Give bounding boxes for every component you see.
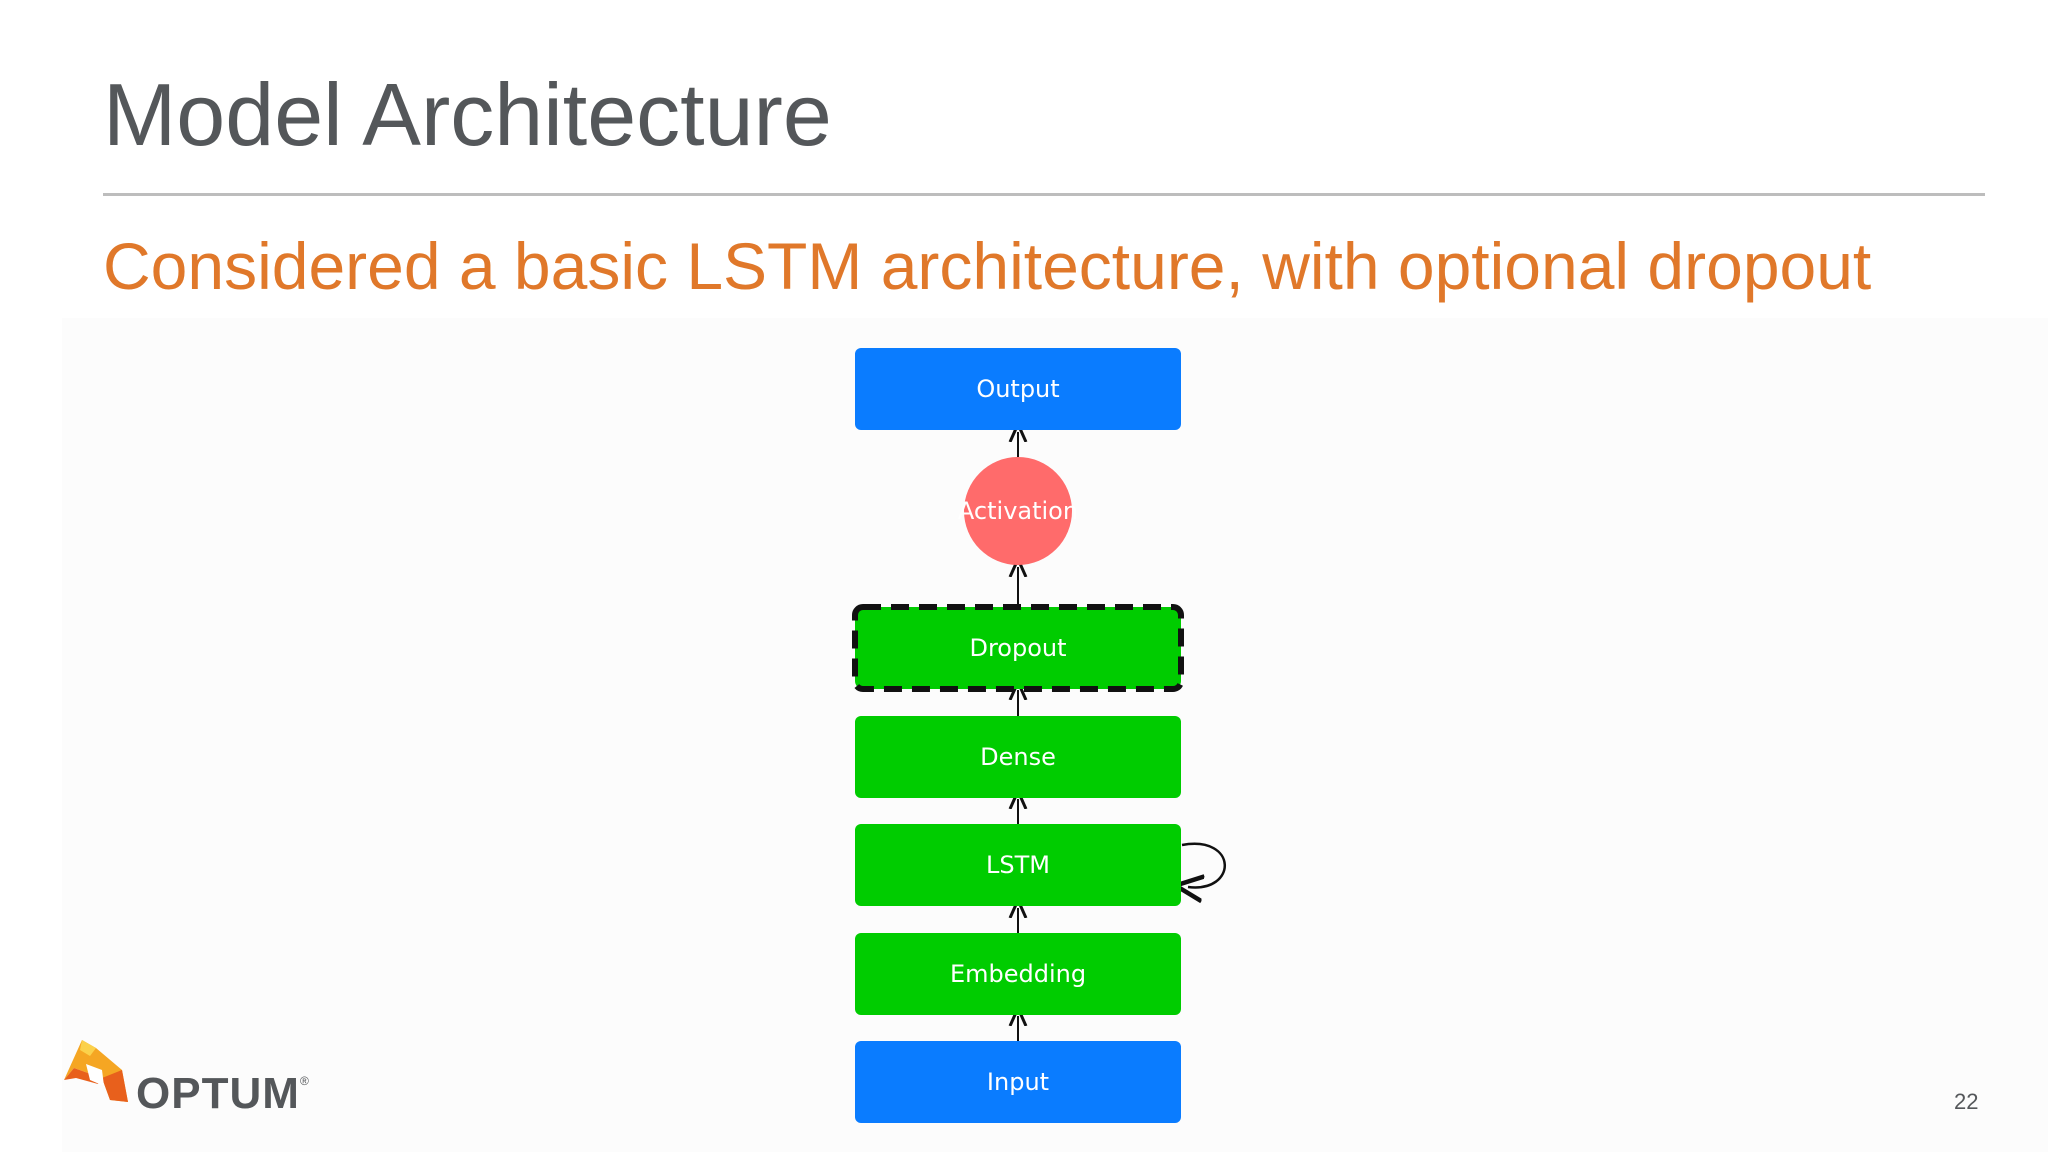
optum-logo: OPTUM ®	[62, 1036, 322, 1116]
node-input-label: Input	[987, 1068, 1049, 1096]
node-embedding	[855, 933, 1181, 1015]
node-output-label: Output	[976, 375, 1059, 403]
node-dropout	[852, 604, 1184, 692]
node-input	[855, 1041, 1181, 1123]
slide-title: Model Architecture	[103, 65, 832, 164]
title-divider	[103, 193, 1985, 196]
node-lstm-label: LSTM	[986, 851, 1050, 879]
node-activation-label: Activation	[958, 497, 1078, 525]
node-lstm	[855, 824, 1181, 906]
page-number: 22	[1954, 1089, 1979, 1114]
optum-logo-text: OPTUM	[136, 1069, 300, 1118]
node-dropout-label: Dropout	[969, 634, 1066, 662]
slide-subtitle: Considered a basic LSTM architecture, wi…	[103, 229, 1872, 303]
registered-mark: ®	[300, 1074, 309, 1088]
optum-logo-icon	[64, 1040, 128, 1102]
node-dense-label: Dense	[980, 743, 1056, 771]
node-activation	[964, 457, 1072, 565]
node-embedding-label: Embedding	[950, 960, 1086, 988]
edge-lstm-recurrent-loop	[1182, 842, 1226, 888]
node-dense	[855, 716, 1181, 798]
node-output	[855, 348, 1181, 430]
